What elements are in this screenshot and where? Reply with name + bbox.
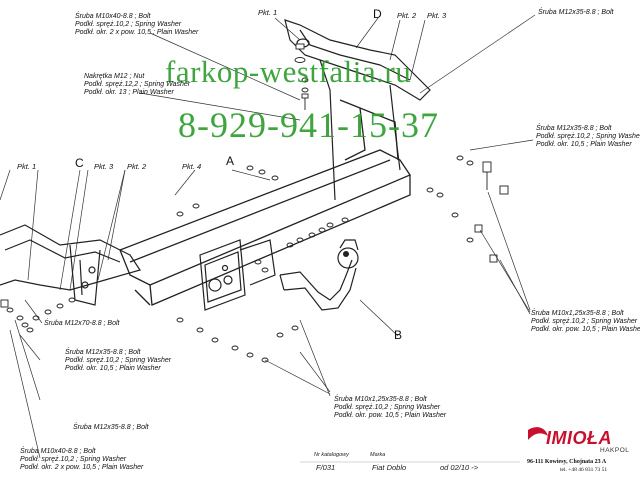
- right-bolts: [426, 155, 509, 263]
- make-label: Marka: [370, 452, 386, 458]
- label-bolt-m12x35-bottom: Śruba M12x35-8.8 ; Bolt: [73, 424, 149, 431]
- label-bolt-m12x35-left: Śruba M12x35-8.8 ; Bolt Podkł. spręż.10,…: [65, 349, 172, 372]
- make-value: Fiat Doblo: [372, 463, 407, 472]
- callout-pkt4: Pkt. 4: [182, 162, 202, 171]
- center-bolts: [176, 165, 349, 273]
- label-bolt-m10x125-right: Śruba M10x1,25x35-8.8 ; Bolt Podkł. sprę…: [531, 310, 640, 333]
- brand-subtitle: HAKPOL: [600, 447, 630, 454]
- label-bolt-m12x35-top: Śruba M12x35-8.8 ; Bolt: [538, 9, 614, 16]
- watermark-site: farkop-westfalia.ru: [165, 54, 412, 89]
- part-letter-b: B: [394, 328, 403, 342]
- callout-pkt1-left: Pkt. 1: [17, 162, 37, 171]
- main-cross-beam: [119, 99, 411, 306]
- bottom-bolts: [176, 317, 299, 363]
- label-bolt-m10x40-bottom: Śruba M10x40-8.8 ; Bolt Podkł. spręż.10,…: [20, 448, 144, 471]
- watermark-phone: 8-929-941-15-37: [178, 105, 439, 145]
- label-bolt-m10x40-top: Śruba M10x40-8.8 ; Bolt Podkł. spręż.10,…: [75, 13, 199, 36]
- part-letter-a: A: [226, 154, 235, 168]
- callout-pkt1-top: Pkt. 1: [258, 8, 278, 17]
- date-value: od 02/10 ->: [440, 463, 479, 472]
- top-bolts: [294, 43, 309, 110]
- catalog-label: Nr katalogowy: [314, 452, 349, 458]
- brand-logo: IMIOŁA: [546, 428, 612, 448]
- callout-pkt3-top: Pkt. 3: [427, 11, 447, 20]
- callout-pkt2-left: Pkt. 2: [127, 162, 147, 171]
- left-bolts: [0, 297, 76, 333]
- catalog-value: F/031: [316, 463, 336, 472]
- tow-ball-assembly: [199, 239, 359, 311]
- brand-phone: tel. +48 46 831 73 51: [560, 467, 608, 473]
- leader-lines: [0, 14, 536, 459]
- label-bolt-m12x35-right: Śruba M12x35-8.8 ; Bolt Podkł. spręż.10,…: [536, 125, 640, 148]
- part-letter-d: D: [373, 7, 382, 21]
- callout-pkt3-left: Pkt. 3: [94, 162, 114, 171]
- label-bolt-m10x125-bottom: Śruba M10x1,25x35-8.8 ; Bolt Podkł. sprę…: [334, 396, 447, 419]
- brand-address: 96-111 Kowiesy, Chojnata 23 A: [527, 459, 607, 465]
- part-letter-c: C: [75, 156, 84, 170]
- left-side-bracket: [0, 224, 141, 306]
- label-bolt-m12x70: Śruba M12x70-8.8 ; Bolt: [44, 320, 120, 327]
- brand-swoosh: [528, 427, 548, 440]
- callout-pkt2-top: Pkt. 2: [397, 11, 417, 20]
- label-nut-m12: Nakrętka M12 ; Nut Podkł. spręż.12,2 ; S…: [84, 73, 191, 96]
- fasteners: [0, 43, 509, 363]
